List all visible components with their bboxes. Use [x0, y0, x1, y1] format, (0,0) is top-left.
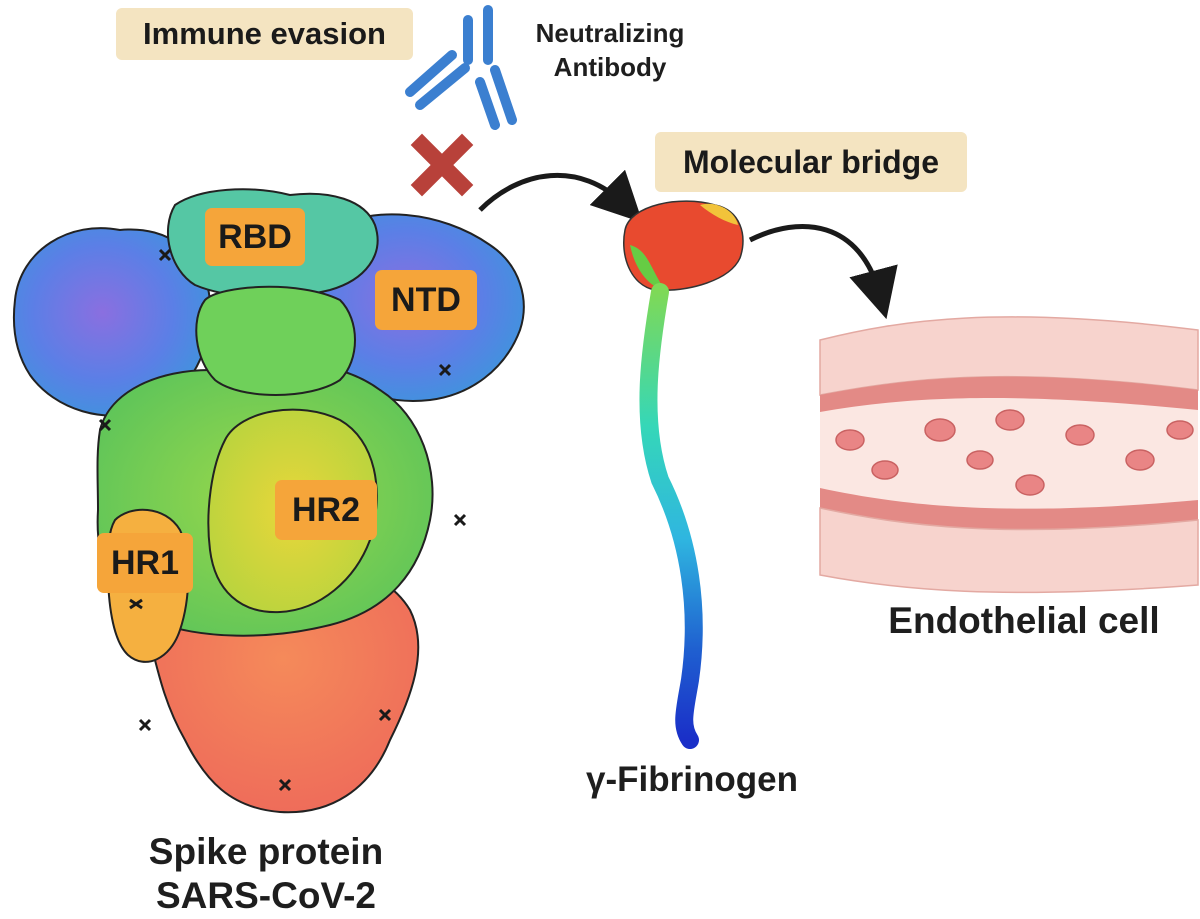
vessel-inner-wall-top — [820, 376, 1198, 412]
glycan-marks — [98, 248, 467, 792]
vessel-outer-wall-bottom — [819, 507, 1199, 594]
fibrinogen-head — [623, 200, 744, 291]
fibrinogen-tail — [639, 283, 703, 749]
neutralizing-antibody-line2: Antibody — [553, 52, 667, 82]
neutralizing-antibody-label: Neutralizing Antibody — [520, 16, 700, 84]
vessel-illustration — [819, 316, 1199, 594]
antibody-icon — [405, 5, 517, 130]
spike-protein-line2: SARS-CoV-2 — [156, 875, 376, 916]
hr2-tag: HR2 — [275, 480, 377, 540]
curved-arrow-icon — [748, 224, 898, 320]
rbd-tag: RBD — [205, 208, 305, 266]
fibrinogen-label: γ-Fibrinogen — [586, 760, 798, 799]
endothelial-cell-label: Endothelial cell — [888, 600, 1160, 641]
ntd-tag: NTD — [375, 270, 477, 330]
vessel-lumen — [820, 392, 1198, 510]
red-blood-cells — [835, 409, 1194, 496]
block-cross-icon — [410, 133, 474, 197]
neutralizing-antibody-line1: Neutralizing — [535, 18, 685, 48]
curved-arrow-icon — [478, 169, 643, 223]
molecular-bridge-label: Molecular bridge — [655, 132, 967, 192]
spike-central-spine — [195, 285, 356, 396]
spike-protein-label: Spike protein SARS-CoV-2 — [125, 830, 407, 918]
hr1-tag: HR1 — [97, 533, 193, 593]
spike-protein-line1: Spike protein — [148, 831, 384, 872]
fibrinogen-illustration — [623, 200, 744, 749]
vessel-inner-wall-bottom — [820, 488, 1198, 530]
immune-evasion-label: Immune evasion — [116, 8, 413, 60]
